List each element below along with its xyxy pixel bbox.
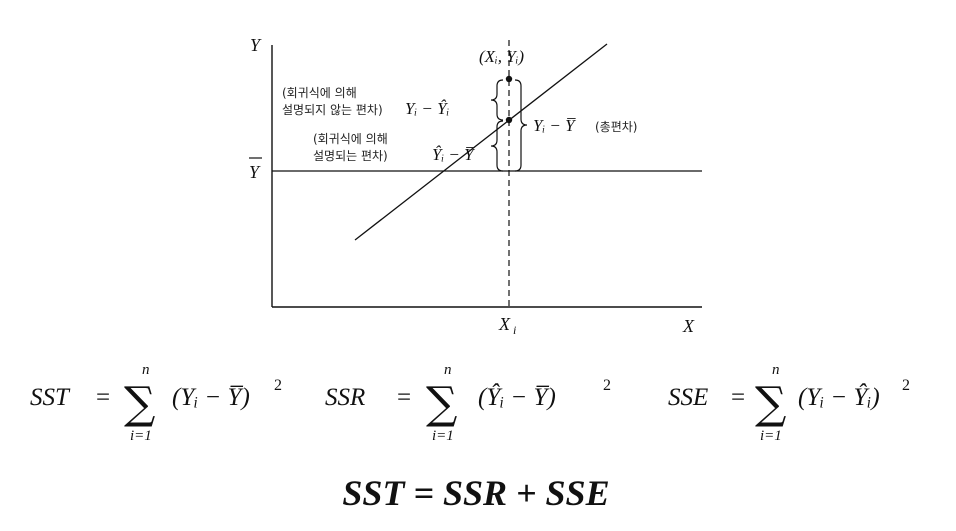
y-axis-label: Y [250, 35, 262, 55]
svg-text:n: n [142, 362, 150, 378]
svg-text:=: = [731, 384, 745, 411]
svg-text:i=1: i=1 [760, 428, 782, 444]
x-axis-label: X [682, 316, 695, 336]
sst-formula: SST = n ∑ i=1 (Yᵢ − Y̅) 2 [30, 362, 282, 444]
fitted-point [505, 116, 513, 124]
svg-text:∑: ∑ [124, 378, 155, 429]
svg-text:i=1: i=1 [130, 428, 152, 444]
svg-text:i=1: i=1 [432, 428, 454, 444]
svg-text:Y: Y [249, 162, 261, 182]
explained-note-line2: 설명되는 편차) [313, 149, 388, 163]
observed-point [505, 75, 513, 83]
xi-label: X i [498, 314, 516, 337]
total-note: (총편차) [595, 120, 637, 134]
svg-text:(Ŷᵢ − Y̅): (Ŷᵢ − Y̅) [478, 383, 556, 411]
svg-text:2: 2 [603, 377, 611, 394]
brace-unexplained [490, 79, 504, 121]
svg-text:∑: ∑ [755, 378, 786, 429]
sse-formula: SSE = n ∑ i=1 (Yᵢ − Ŷᵢ) 2 [668, 362, 910, 444]
explained-expr: Ŷᵢ − Y̅ [432, 145, 475, 164]
unexplained-note-line1: (회귀식에 의해 [282, 86, 357, 100]
svg-text:X: X [498, 314, 511, 334]
svg-text:=: = [96, 384, 110, 411]
regression-line [354, 43, 608, 241]
ssr-formula: SSR = n ∑ i=1 (Ŷᵢ − Y̅) 2 [325, 362, 611, 444]
svg-text:SSE: SSE [668, 384, 708, 411]
deviation-diagram: Y X Y X i (Xᵢ, Yᵢ) (회귀식에 의해 설명되지 않는 편차) … [249, 35, 702, 337]
unexplained-note-line2: 설명되지 않는 편차) [282, 103, 383, 117]
unexplained-expr: Yᵢ − Ŷᵢ [405, 99, 449, 118]
svg-text:i: i [513, 323, 516, 337]
svg-text:n: n [444, 362, 452, 378]
svg-text:∑: ∑ [426, 378, 457, 429]
svg-text:SST: SST [30, 384, 71, 411]
svg-text:n: n [772, 362, 780, 378]
point-label: (Xᵢ, Yᵢ) [479, 47, 524, 66]
svg-text:2: 2 [902, 377, 910, 394]
svg-text:=: = [397, 384, 411, 411]
svg-text:(Yᵢ − Y̅): (Yᵢ − Y̅) [172, 384, 250, 411]
svg-text:2: 2 [274, 377, 282, 394]
total-expr: Yᵢ − Y̅ [533, 116, 576, 135]
explained-note-line1: (회귀식에 의해 [313, 132, 388, 146]
svg-text:SSR: SSR [325, 384, 365, 411]
brace-explained [490, 120, 504, 172]
brace-total [514, 79, 528, 172]
ybar-label: Y [249, 157, 262, 182]
svg-text:(Yᵢ − Ŷᵢ): (Yᵢ − Ŷᵢ) [798, 383, 880, 411]
identity-formula: SST = SSR + SSE [342, 473, 609, 513]
